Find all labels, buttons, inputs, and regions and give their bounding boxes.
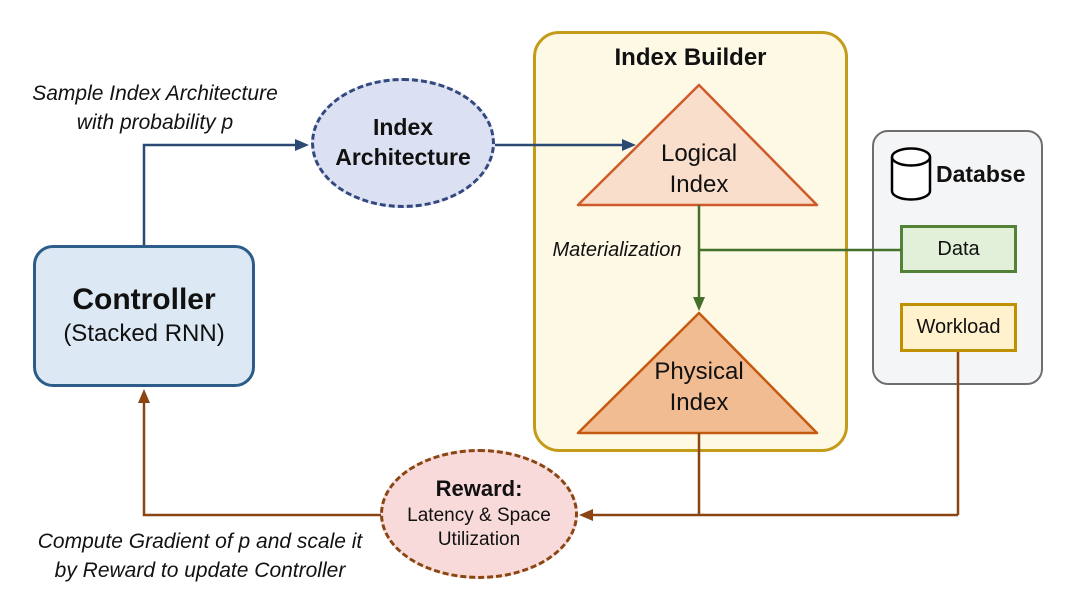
- annotation-sample-line2: with probability p: [76, 110, 234, 134]
- annotation-gradient-line2: by Reward to update Controller: [54, 558, 346, 582]
- controller-title: Controller: [72, 283, 216, 317]
- reward-title: Reward:: [435, 476, 523, 502]
- arrow-controller-to-architecture: [142, 143, 296, 245]
- physical-index-label-line1: Physical: [654, 358, 744, 385]
- controller-box: Controller (Stacked RNN): [33, 245, 255, 387]
- annotation-gradient-line1: Compute Gradient of p and scale it: [37, 530, 363, 553]
- arrow-reward-to-controller: [142, 402, 381, 517]
- annotation-sample-index-architecture: Sample Index Architecture with probabili…: [20, 80, 290, 138]
- reward-ellipse: Reward: Latency & Space Utilization: [380, 449, 578, 579]
- workload-label: Workload: [916, 316, 1001, 338]
- logical-index-label-line2: Index: [669, 171, 729, 198]
- physical-index-label-line2: Index: [669, 389, 729, 416]
- logical-index-label-line1: Logical: [660, 140, 738, 167]
- index-builder-title: Index Builder: [614, 44, 767, 71]
- reward-label-line2: Utilization: [437, 529, 521, 551]
- workload-box: Workload: [900, 303, 1017, 352]
- index-architecture-label-line1: Index: [372, 114, 434, 141]
- logical-index-label: Logical Index: [629, 138, 769, 200]
- arrowhead-controller-to-architecture: [295, 139, 309, 151]
- controller-subtitle: (Stacked RNN): [63, 319, 225, 347]
- index-architecture-label-line2: Architecture: [335, 144, 471, 170]
- annotation-compute-gradient: Compute Gradient of p and scale it by Re…: [25, 528, 375, 586]
- arrowhead-into-reward: [579, 509, 593, 521]
- index-architecture-ellipse: Index Architecture: [311, 78, 495, 208]
- reward-label-line1: Latency & Space: [407, 504, 551, 526]
- materialization-label: Materialization: [552, 239, 682, 261]
- database-title: Databse: [936, 161, 1026, 187]
- data-box: Data: [900, 225, 1017, 273]
- arrowhead-reward-to-controller: [138, 389, 150, 403]
- physical-index-label: Physical Index: [629, 356, 769, 418]
- annotation-sample-line1: Sample Index Architecture: [32, 82, 278, 105]
- data-label: Data: [937, 237, 980, 260]
